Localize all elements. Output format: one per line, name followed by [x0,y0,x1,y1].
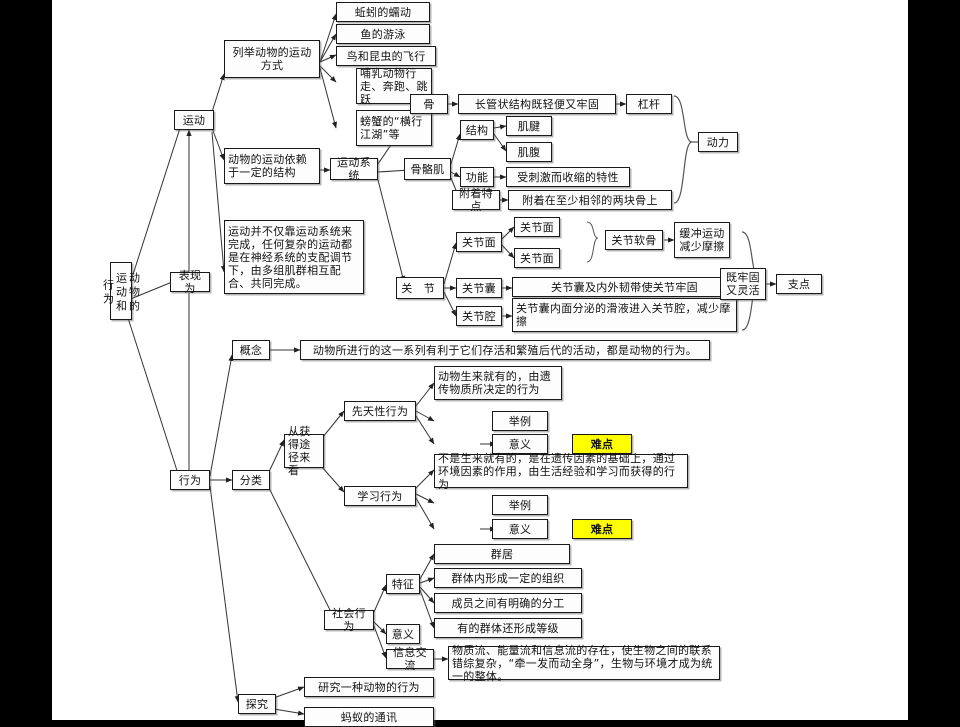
node-inquiry[interactable]: 探究 [238,694,276,714]
node-joint-surface-b[interactable]: 关节面 [514,248,560,268]
node-mode-fish[interactable]: 鱼的游泳 [336,24,430,44]
node-joint-cavity[interactable]: 关节腔 [456,306,502,326]
node-function-desc[interactable]: 受刺激而收缩的特性 [506,167,630,187]
node-capsule-desc[interactable]: 关节囊及内外韧带使关节牢固 [512,277,737,297]
node-tendon[interactable]: 肌腱 [506,116,552,136]
node-mode-bird-insect[interactable]: 鸟和昆虫的飞行 [336,46,436,66]
node-power[interactable]: 动力 [698,132,738,152]
node-feature-rank[interactable]: 有的群体还形成等级 [434,618,582,638]
node-muscle-belly[interactable]: 肌腹 [506,142,552,162]
node-structure[interactable]: 结构 [460,120,494,140]
node-joint-surface[interactable]: 关节面 [456,232,502,252]
node-firm-flexible[interactable]: 既牢固又灵活 [720,268,766,300]
node-classification[interactable]: 分类 [232,470,270,490]
node-attach-feature[interactable]: 附着特点 [452,187,500,213]
node-bone-desc[interactable]: 长管状结构既轻便又牢固 [458,94,616,114]
node-concept-desc[interactable]: 动物所进行的这一系列有利于它们存活和繁殖后代的活动，都是动物的行为。 [300,340,710,360]
node-concept[interactable]: 概念 [232,340,270,360]
node-inquiry-ant[interactable]: 蚂蚁的通讯 [304,707,434,727]
node-motion-depends[interactable]: 动物的运动依赖于一定的结构 [224,148,320,184]
node-learned-example[interactable]: 举例 [492,495,548,515]
node-joint-surface-a[interactable]: 关节面 [514,217,560,237]
node-social-behavior[interactable]: 社会行为 [324,607,374,633]
node-mode-crab[interactable]: 螃蟹的“横行江湖”等 [356,110,432,146]
node-cavity-desc[interactable]: 关节囊内面分泌的滑液进入关节腔，减少摩擦 [512,298,737,332]
node-list-motion-modes[interactable]: 列举动物的运动方式 [224,40,320,78]
node-feature-org[interactable]: 群体内形成一定的组织 [434,568,582,588]
node-expressed-as[interactable]: 表现为 [170,269,210,295]
node-learned-difficulty[interactable]: 难点 [572,519,632,539]
node-cartilage-desc[interactable]: 缓冲运动减少摩擦 [674,222,730,258]
node-innate-example[interactable]: 举例 [492,411,548,431]
node-feature[interactable]: 特征 [386,574,420,594]
node-innate-desc[interactable]: 动物生来就有的，由遗传物质所决定的行为 [434,366,562,400]
node-joint-capsule[interactable]: 关节囊 [456,278,502,298]
node-learned-desc[interactable]: 不是生来就有的，是在遗传因素的基础上，通过环境因素的作用，由生活经验和学习而获得… [434,452,688,491]
node-mode-earthworm[interactable]: 蚯蚓的蠕动 [336,2,430,22]
node-function[interactable]: 功能 [460,167,494,187]
node-inquiry-one[interactable]: 研究一种动物的行为 [304,677,434,697]
node-learned-meaning[interactable]: 意义 [492,519,548,539]
node-feature-division[interactable]: 成员之间有明确的分工 [434,593,582,613]
node-behavior[interactable]: 行为 [170,470,210,490]
node-innate-difficulty[interactable]: 难点 [572,434,632,454]
node-lever[interactable]: 杠杆 [626,94,672,114]
node-feature-group[interactable]: 群居 [434,544,570,564]
diagram-canvas: 动物的运动和行为 表现为 运动 列举动物的运动方式 蚯蚓的蠕动 鱼的游泳 鸟和昆… [52,0,908,727]
node-motion[interactable]: 运动 [174,110,214,130]
node-learned-behavior[interactable]: 学习行为 [344,486,416,506]
node-joint[interactable]: 关 节 [396,277,444,299]
node-motion-system[interactable]: 运动系统 [330,156,378,182]
node-info-exchange[interactable]: 信息交流 [386,646,434,672]
node-joint-cartilage[interactable]: 关节软骨 [605,230,663,250]
node-innate-behavior[interactable]: 先天性行为 [344,401,416,421]
node-by-acquire-path[interactable]: 从获得途径来看 [284,425,324,477]
node-social-meaning[interactable]: 意义 [386,624,420,644]
node-skeletal-muscle[interactable]: 骨骼肌 [404,158,451,180]
node-bone[interactable]: 骨 [410,94,448,114]
node-attach-desc[interactable]: 附着在至少相邻的两块骨上 [508,190,672,210]
node-root[interactable]: 动物的运动和行为 [102,262,141,320]
node-nervous-note[interactable]: 运动并不仅靠运动系统来完成，任何复杂的运动都是在神经系统的支配调节下，由多组肌群… [224,220,364,294]
node-info-desc[interactable]: 物质流、能量流和信息流的存在，使生物之间的联系错综复杂，“牵一发而动全身”，生物… [448,644,720,683]
node-fulcrum[interactable]: 支点 [776,274,822,294]
